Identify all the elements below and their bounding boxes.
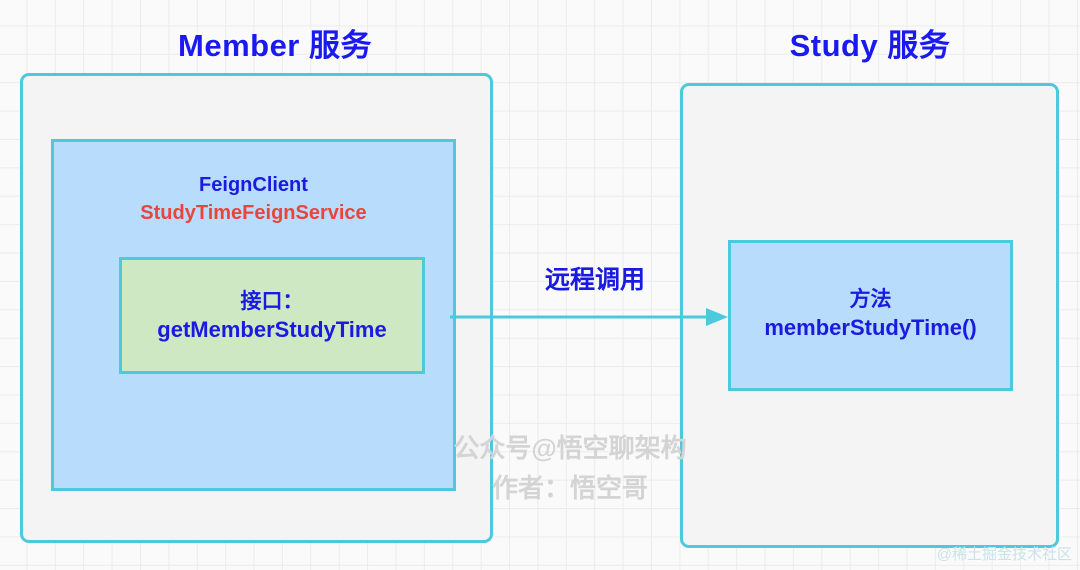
interface-label: 接口： bbox=[240, 290, 304, 313]
method-name: memberStudyTime() bbox=[764, 315, 977, 340]
remote-call-arrow-icon bbox=[450, 308, 728, 326]
method-label: 方法 bbox=[849, 288, 892, 311]
feign-client-label: FeignClient bbox=[199, 174, 308, 196]
interface-box: 接口： getMemberStudyTime bbox=[119, 257, 425, 374]
feign-service-name: StudyTimeFeignService bbox=[140, 202, 367, 224]
study-service-container: 方法 memberStudyTime() bbox=[680, 83, 1059, 548]
method-box: 方法 memberStudyTime() bbox=[728, 240, 1013, 391]
member-service-container: FeignClient StudyTimeFeignService 接口： ge… bbox=[20, 73, 493, 543]
remote-call-label: 远程调用 bbox=[544, 266, 645, 294]
member-service-title: Member 服务 bbox=[178, 28, 372, 63]
study-service-title: Study 服务 bbox=[789, 28, 951, 63]
interface-method-name: getMemberStudyTime bbox=[157, 317, 387, 342]
feign-client-box: FeignClient StudyTimeFeignService 接口： ge… bbox=[51, 139, 456, 491]
